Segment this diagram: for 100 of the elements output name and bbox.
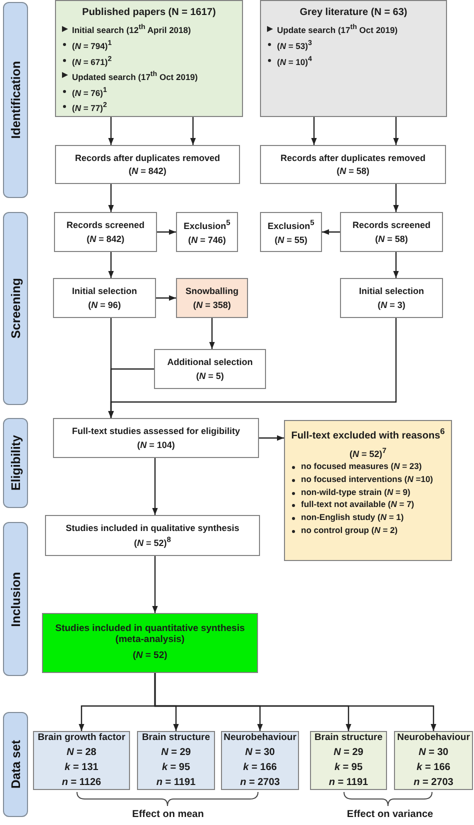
arrow xyxy=(209,318,215,349)
box-text: (N = 52)$^{8}$ xyxy=(134,536,171,548)
arrow xyxy=(154,673,436,731)
arrow xyxy=(156,295,176,301)
list-item: (N = 794)$^{1}$ xyxy=(62,39,236,52)
box-value: N = 30 xyxy=(245,746,275,759)
list-item: no focused measures (N = 23) xyxy=(291,462,445,472)
arrow xyxy=(152,458,158,515)
stage-band xyxy=(3,2,28,198)
stage-band xyxy=(3,418,28,508)
process-box xyxy=(55,145,240,184)
box-title: Neurobehaviour xyxy=(397,732,470,744)
arrow xyxy=(311,117,317,145)
process-box xyxy=(260,145,446,184)
arrow xyxy=(190,117,196,145)
box-title: Brain growth factor xyxy=(38,732,126,744)
box-title: Brain structure xyxy=(142,732,210,744)
box-title: Neurobehaviour xyxy=(224,732,296,744)
box-text: (N = 746) xyxy=(188,234,226,245)
box-title: Published papers (N = 1617) xyxy=(81,7,217,18)
box-value: N = 29 xyxy=(334,746,364,759)
box-text: (N = 96) xyxy=(88,300,121,310)
box-title: Studies included in qualitative synthesis xyxy=(66,522,240,533)
box-text: (N = 5) xyxy=(196,370,224,381)
box-value: k = 131 xyxy=(64,762,98,774)
process-box xyxy=(176,212,238,252)
stage-label: Eligibility xyxy=(8,435,22,491)
arrow xyxy=(259,435,284,441)
arrow xyxy=(108,318,397,418)
box-value: k = 166 xyxy=(416,762,450,774)
process-box xyxy=(54,212,157,252)
arrow xyxy=(393,117,399,145)
box-title: Records screened xyxy=(66,220,145,230)
process-box xyxy=(394,731,473,790)
box-text: (N = 104) xyxy=(137,440,175,450)
box-value: N = 29 xyxy=(161,746,191,759)
stage-band xyxy=(3,522,28,676)
stage-band xyxy=(3,212,28,405)
process-box xyxy=(260,0,447,117)
box-title: Additional selection xyxy=(167,357,253,368)
list-item: (N = 10)$^{4}$ xyxy=(267,54,440,68)
list-item: Updated search (17$^{th}$ Oct 2019) xyxy=(62,70,236,83)
box-value: N = 28 xyxy=(66,746,96,759)
box-title: Records screened xyxy=(352,220,431,230)
list-item: Update search (17$^{th}$ Oct 2019) xyxy=(267,24,440,36)
process-box xyxy=(42,613,258,673)
box-text: (N = 842) xyxy=(128,166,166,176)
box-title: Snowballing xyxy=(186,286,238,296)
box-value: n = 1191 xyxy=(156,776,196,789)
box-title: Brain structure xyxy=(314,732,383,744)
box-value: n = 1126 xyxy=(62,776,102,789)
list-item: non-English study (N = 1) xyxy=(291,513,445,523)
process-box xyxy=(45,515,260,556)
process-box xyxy=(53,278,156,318)
stage-label: Screening xyxy=(8,278,22,339)
arrow xyxy=(393,252,399,278)
process-box xyxy=(340,212,443,252)
list-item: (N = 77)$^{2}$ xyxy=(62,101,236,114)
stage-band xyxy=(3,712,28,817)
box-text: (N = 58) xyxy=(336,166,370,176)
group-label: Effect on variance xyxy=(346,809,434,820)
box-text: (N = 3) xyxy=(378,300,406,310)
list-item: no control group (N = 2) xyxy=(291,526,445,536)
box-title: Studies included in quantitative synthesis (meta-analysis) xyxy=(54,624,246,646)
arrow xyxy=(152,556,158,613)
box-title: Exclusion$^{5}$ xyxy=(268,219,314,232)
box-title: Exclusion$^{5}$ xyxy=(184,219,230,232)
list-item: full-text not available (N = 7) xyxy=(291,500,445,510)
box-title: Records after duplicates removed xyxy=(74,152,220,163)
arrow xyxy=(393,184,399,212)
process-box xyxy=(33,731,130,790)
process-box xyxy=(284,420,452,561)
box-value: N = 30 xyxy=(418,746,448,759)
process-box xyxy=(137,731,215,790)
list-item: Initial search (12$^{th}$ April 2018) xyxy=(62,24,236,36)
box-title: Initial selection xyxy=(358,286,424,296)
stage-label: Data set xyxy=(8,740,22,789)
list-item: non-wild-type strain (N = 9) xyxy=(291,488,445,498)
process-box xyxy=(55,0,243,117)
box-text: (N = 842) xyxy=(86,234,124,244)
arrow xyxy=(322,229,340,235)
process-box xyxy=(53,418,259,458)
box-title: Full-text excluded with reasons$^{6}$ xyxy=(291,427,445,442)
list-item: (N = 53)$^{3}$ xyxy=(267,39,440,52)
box-title: Full-text studies assessed for eligibility xyxy=(72,426,240,436)
box-text: (N = 58) xyxy=(375,234,408,244)
stage-label: Inclusion xyxy=(8,572,22,626)
box-title: Grey literature (N = 63) xyxy=(298,7,408,18)
box-text: (N = 52)$^{7}$ xyxy=(348,446,388,460)
box-value: k = 95 xyxy=(162,762,190,774)
box-title: Initial selection xyxy=(72,286,138,296)
box-value: n = 1191 xyxy=(328,776,368,789)
box-value: n = 2703 xyxy=(414,776,454,789)
list-item: (N = 671)$^{2}$ xyxy=(62,54,236,68)
process-box xyxy=(340,278,443,318)
box-text: (N = 52) xyxy=(132,650,168,662)
box-value: k = 95 xyxy=(334,762,363,774)
group-label: Effect on mean xyxy=(132,809,204,820)
list-item: no focused interventions (N =10) xyxy=(291,474,445,485)
process-box xyxy=(221,731,299,790)
